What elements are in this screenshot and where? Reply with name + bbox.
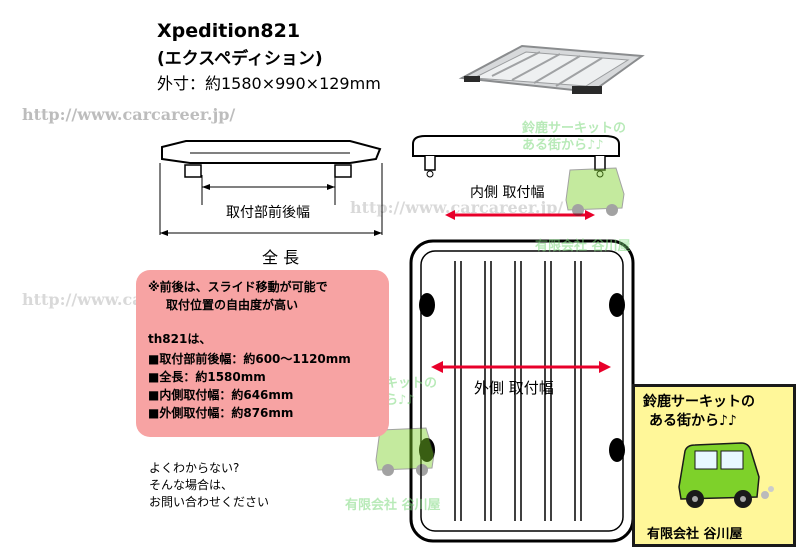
full-length-label: 全 長 (262, 248, 300, 267)
watermark-company: 有限会社 谷川屋 (535, 239, 631, 254)
inner-width-label-top: 内側 取付幅 (470, 185, 545, 201)
watermark-company: 有限会社 谷川屋 (345, 498, 441, 513)
badge-line2: ある街から♪♪ (649, 413, 737, 429)
watermark-badge-line1: 鈴鹿サーキットの (522, 121, 627, 136)
watermark-url: http://www.carcareer.jp/ (350, 198, 564, 217)
company-badge: 鈴鹿サーキットの ある街から♪♪ 有限会社 谷川屋 (632, 384, 796, 547)
watermark-badge-line2: ある街から♪♪ (522, 138, 604, 153)
note-line1: ※前後は、スライド移動が可能で (148, 280, 328, 294)
contact-line3: お問い合わせください (149, 495, 270, 509)
watermark-url: http://www.carcareer.jp/ (22, 105, 236, 124)
badge-company: 有限会社 谷川屋 (647, 527, 743, 542)
watermark-badge-text: 鈴鹿サーキットの ある街から♪♪ (522, 120, 626, 154)
side-view-drawing (159, 140, 383, 236)
spec-note-box (136, 270, 389, 437)
outer-width-label: 外側 取付幅 (474, 379, 554, 397)
spec-item: ■取付部前後幅：約600～1120mm (148, 352, 351, 366)
car-icon (678, 442, 774, 508)
product-title: Xpedition821 (157, 20, 301, 42)
top-view-drawing (409, 210, 635, 543)
product-kana: (エクスペディション) (157, 49, 323, 69)
product-dimensions: 外寸：約1580×990×129mm (157, 74, 381, 93)
spec-item: ■内側取付幅：約646mm (148, 388, 294, 402)
watermark-car-icon (375, 427, 435, 476)
contact-line1: よくわからない? (149, 461, 240, 475)
contact-prompt: よくわからない? そんな場合は、 お問い合わせください (149, 460, 269, 511)
model-heading: th821は、 (148, 332, 212, 346)
spec-item: ■外側取付幅：約876mm (148, 406, 294, 420)
mount-front-back-label: 取付部前後幅 (226, 205, 310, 221)
contact-line2: そんな場合は、 (149, 478, 234, 492)
badge-line1: 鈴鹿サーキットの (643, 394, 755, 410)
watermark-car-icon (565, 167, 625, 216)
front-view-drawing (412, 135, 620, 178)
rack-photo (458, 44, 645, 94)
note-line2: 取付位置の自由度が高い (166, 298, 299, 312)
spec-item: ■全長：約1580mm (148, 370, 266, 384)
